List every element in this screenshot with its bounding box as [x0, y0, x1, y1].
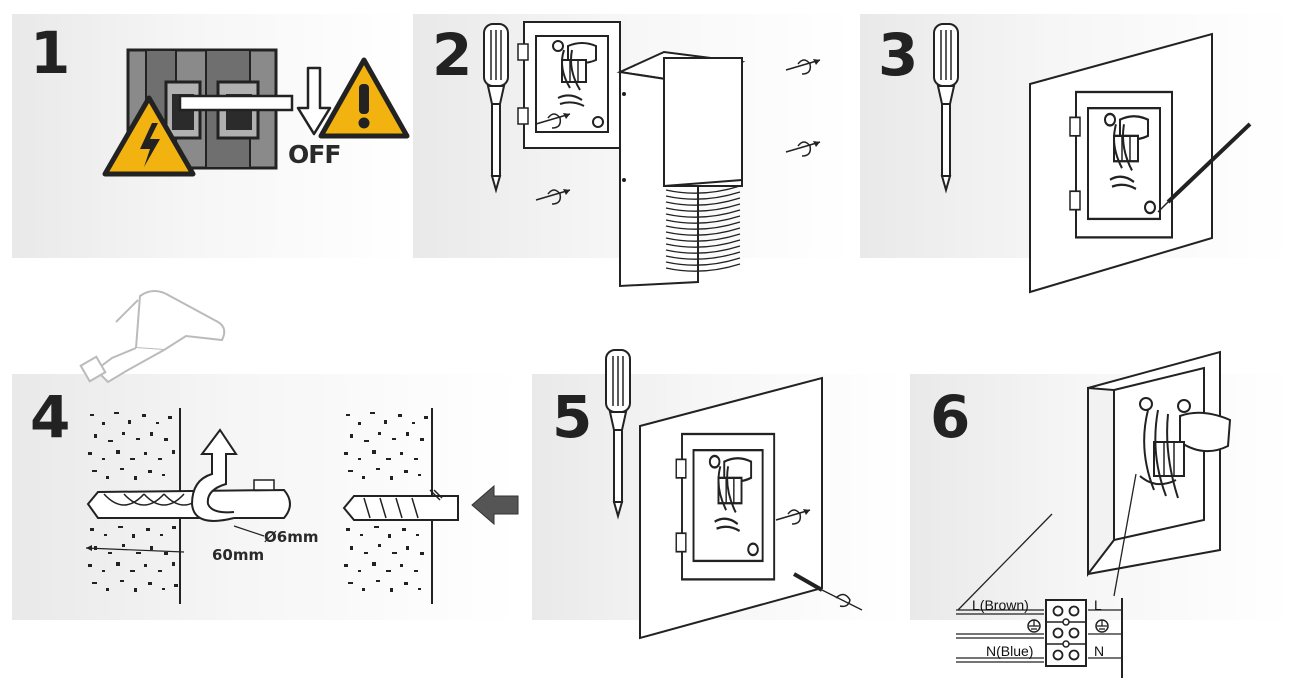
screw-rotation-icon — [785, 140, 821, 157]
neutral-wire-label: N(Blue) — [986, 643, 1034, 659]
wiring-diagram — [956, 473, 1137, 678]
electric-hazard-icon — [102, 95, 196, 177]
screwdriver-icon — [605, 349, 631, 517]
drill-depth-label: 60mm — [212, 546, 265, 564]
step-number-6: 6 — [930, 383, 970, 451]
lamp-housing-illustration — [616, 50, 746, 288]
terminal-neutral-label: N — [1094, 643, 1105, 659]
screw-illustration — [793, 572, 863, 611]
drill-diameter-label: Ø6mm — [264, 528, 319, 546]
drill-icon — [79, 290, 226, 384]
screw-rotation-icon — [535, 112, 571, 129]
mounting-plate-open-illustration — [1087, 350, 1232, 577]
wall-drilling-illustration — [85, 408, 291, 604]
ground-symbol-icon — [1027, 619, 1041, 633]
warning-icon — [318, 57, 410, 139]
terminal-live-label: L — [1094, 597, 1102, 613]
wall-anchor-illustration — [342, 408, 459, 604]
screw-rotation-icon — [785, 58, 821, 75]
pencil-marker-illustration — [1157, 122, 1252, 213]
screwdriver-icon — [483, 23, 509, 191]
live-wire-label: L(Brown) — [972, 597, 1029, 613]
mounting-plate-illustration — [517, 21, 621, 149]
screw-rotation-icon — [535, 188, 571, 205]
off-label: OFF — [288, 140, 341, 169]
mounting-plate-illustration — [675, 432, 776, 581]
step-number-3: 3 — [878, 21, 918, 89]
step-number-1: 1 — [30, 19, 70, 87]
screw-rotation-icon — [775, 508, 811, 525]
step-number-2: 2 — [432, 21, 472, 89]
push-arrow-icon — [471, 484, 519, 526]
step-number-4: 4 — [30, 383, 70, 451]
ground-symbol-icon — [1095, 619, 1109, 633]
screwdriver-icon — [933, 23, 959, 191]
step-number-5: 5 — [552, 383, 592, 451]
down-arrow-icon — [296, 66, 332, 136]
